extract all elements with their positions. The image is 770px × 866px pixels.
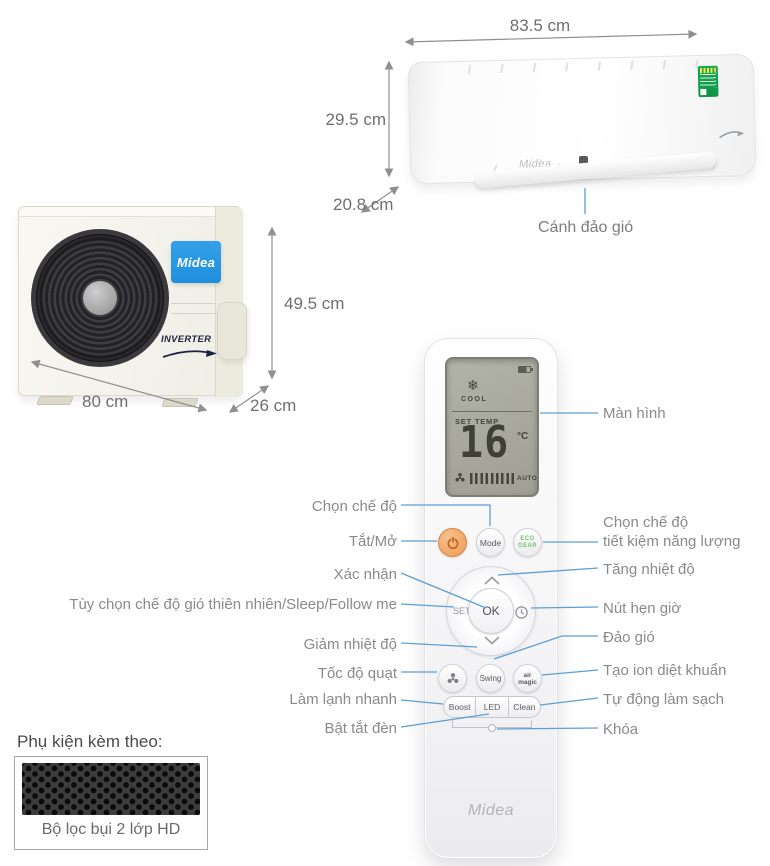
lock-indicator: [488, 724, 496, 732]
outdoor-foot: [161, 398, 199, 407]
boost-button: Boost: [448, 702, 471, 712]
outdoor-width-label: 80 cm: [82, 392, 129, 411]
callout-power: Tắt/Mở: [348, 533, 397, 550]
callout-lock: Khóa: [603, 721, 639, 738]
indoor-unit: Midea: [403, 44, 759, 194]
indoor-width-label: 83.5 cm: [509, 16, 571, 35]
remote-display: ❄ COOL SET TEMP 16 °C AUTO: [445, 357, 539, 497]
ok-button: OK: [468, 588, 514, 634]
temperature-unit: °C: [517, 431, 529, 442]
clean-button: Clean: [507, 697, 540, 717]
air-magic-button: air magic: [513, 664, 542, 693]
callout-led: Bật tắt đèn: [324, 720, 397, 737]
swing-button: Swing: [476, 664, 505, 693]
callout-temp-up: Tăng nhiệt độ: [603, 561, 695, 578]
set-button: SET: [453, 606, 471, 616]
fan-icon: [454, 471, 466, 489]
fan-icon: [447, 672, 458, 683]
display-divider: [452, 411, 532, 412]
snowflake-icon: ❄: [467, 377, 479, 393]
power-button: [438, 528, 467, 557]
outdoor-top-cap: [19, 207, 241, 217]
flap-callout-label: Cánh đảo gió: [538, 219, 634, 236]
nav-ring: SET OK: [446, 566, 536, 656]
fan-hub: [83, 281, 117, 315]
indoor-height-label: 29.5 cm: [325, 110, 386, 129]
callout-ion: Tạo ion diệt khuẩn: [603, 662, 727, 679]
callout-eco: Chọn chế độ tiết kiệm năng lượng: [603, 514, 741, 550]
outdoor-depth-label: 26 cm: [250, 396, 297, 415]
panel-groove: [171, 313, 215, 314]
accessory-caption: Bộ lọc bụi 2 lớp HD: [41, 821, 181, 838]
energy-label: [697, 65, 719, 98]
outdoor-height-label: 49.5 cm: [284, 294, 345, 313]
set-temp-label: SET TEMP: [455, 417, 499, 426]
outdoor-unit-body: Midea INVERTER: [18, 206, 247, 397]
inverter-badge: INVERTER: [161, 329, 223, 365]
indoor-top-vents: [438, 58, 721, 75]
indoor-unit-body: Midea: [407, 53, 757, 185]
power-icon: [447, 536, 458, 549]
callout-swing: Đảo gió: [603, 629, 655, 646]
accessories-heading: Phụ kiện kèm theo:: [17, 732, 163, 751]
callout-nature-sleep-follow: Tùy chọn chế độ gió thiên nhiên/Sleep/Fo…: [69, 596, 397, 613]
fan-auto-label: AUTO: [517, 475, 538, 482]
temperature-value: 16: [459, 418, 510, 468]
outdoor-unit: Midea INVERTER: [18, 200, 250, 410]
callout-confirm: Xác nhận: [333, 566, 397, 583]
bottom-button-row: Boost LED Clean: [443, 696, 541, 718]
eco-gear-button: ECO GEAR: [513, 528, 542, 557]
accessory-box: Bộ lọc bụi 2 lớp HD: [14, 756, 208, 850]
timer-icon: [514, 605, 529, 625]
callout-fan-speed: Tốc độ quạt: [317, 665, 397, 682]
inverter-swoosh-icon: [162, 350, 217, 358]
callout-temp-down: Giảm nhiệt độ: [303, 636, 397, 653]
dust-filter-image: [22, 763, 200, 815]
chevron-up-icon: [483, 572, 501, 590]
midea-logo-remote: Midea: [467, 802, 515, 819]
remote-control: ❄ COOL SET TEMP 16 °C AUTO Mode ECO GEAR: [424, 338, 558, 859]
panel-groove: [171, 303, 215, 304]
callout-fast-cool: Làm lạnh nhanh: [289, 691, 397, 708]
battery-icon: [518, 366, 533, 373]
chevron-down-icon: [483, 632, 501, 650]
inverter-swoosh-icon: [717, 127, 745, 146]
mode-button: Mode: [476, 528, 505, 557]
valve-cover: [217, 302, 247, 360]
outdoor-fan-grille: [31, 229, 169, 367]
outdoor-foot: [36, 396, 74, 405]
callout-self-clean: Tự động làm sạch: [603, 691, 724, 708]
fan-speed-bars: [470, 473, 515, 484]
midea-badge-outdoor: Midea: [171, 241, 221, 283]
callout-mode: Chọn chế độ: [311, 498, 397, 515]
indoor-depth-label: 20.8 cm: [333, 195, 394, 214]
fan-speed-button: [438, 664, 467, 693]
display-mode: COOL: [461, 396, 488, 403]
callout-display: Màn hình: [603, 405, 666, 422]
callout-timer: Nút hẹn giờ: [603, 600, 682, 617]
led-button: LED: [475, 697, 507, 717]
